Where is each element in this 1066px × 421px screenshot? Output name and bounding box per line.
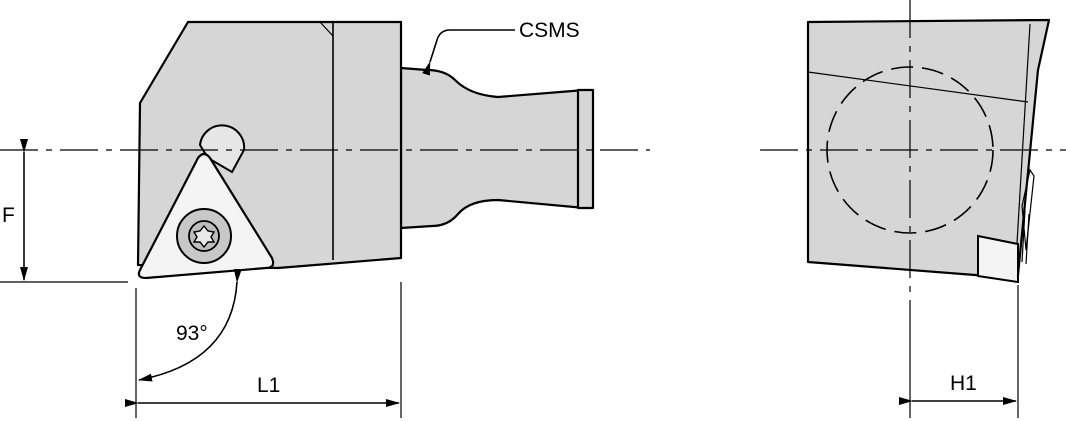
end-view-screw-detail bbox=[1021, 168, 1035, 251]
angle-label: 93° bbox=[176, 322, 208, 345]
side-view: CSMS F L1 93° bbox=[0, 19, 650, 418]
end-view-body bbox=[806, 18, 1051, 277]
csms-label: CSMS bbox=[519, 19, 580, 42]
end-view-screw-line bbox=[1021, 209, 1026, 263]
tool-shank bbox=[399, 66, 587, 230]
angle-arc bbox=[138, 268, 242, 382]
f-label: F bbox=[2, 204, 15, 227]
end-view-screw-line-2 bbox=[1025, 213, 1030, 265]
end-view-insert bbox=[977, 234, 1019, 284]
end-view: H1 bbox=[760, 0, 1066, 418]
end-view-face-line bbox=[807, 71, 1029, 103]
csms-leader bbox=[422, 29, 515, 76]
head-chamfer-line bbox=[319, 21, 334, 37]
shank-end-ring bbox=[576, 88, 595, 210]
torx-icon bbox=[192, 224, 216, 249]
h1-label: H1 bbox=[950, 372, 977, 395]
l1-label: L1 bbox=[257, 374, 280, 397]
end-view-edge-line bbox=[1015, 23, 1031, 261]
